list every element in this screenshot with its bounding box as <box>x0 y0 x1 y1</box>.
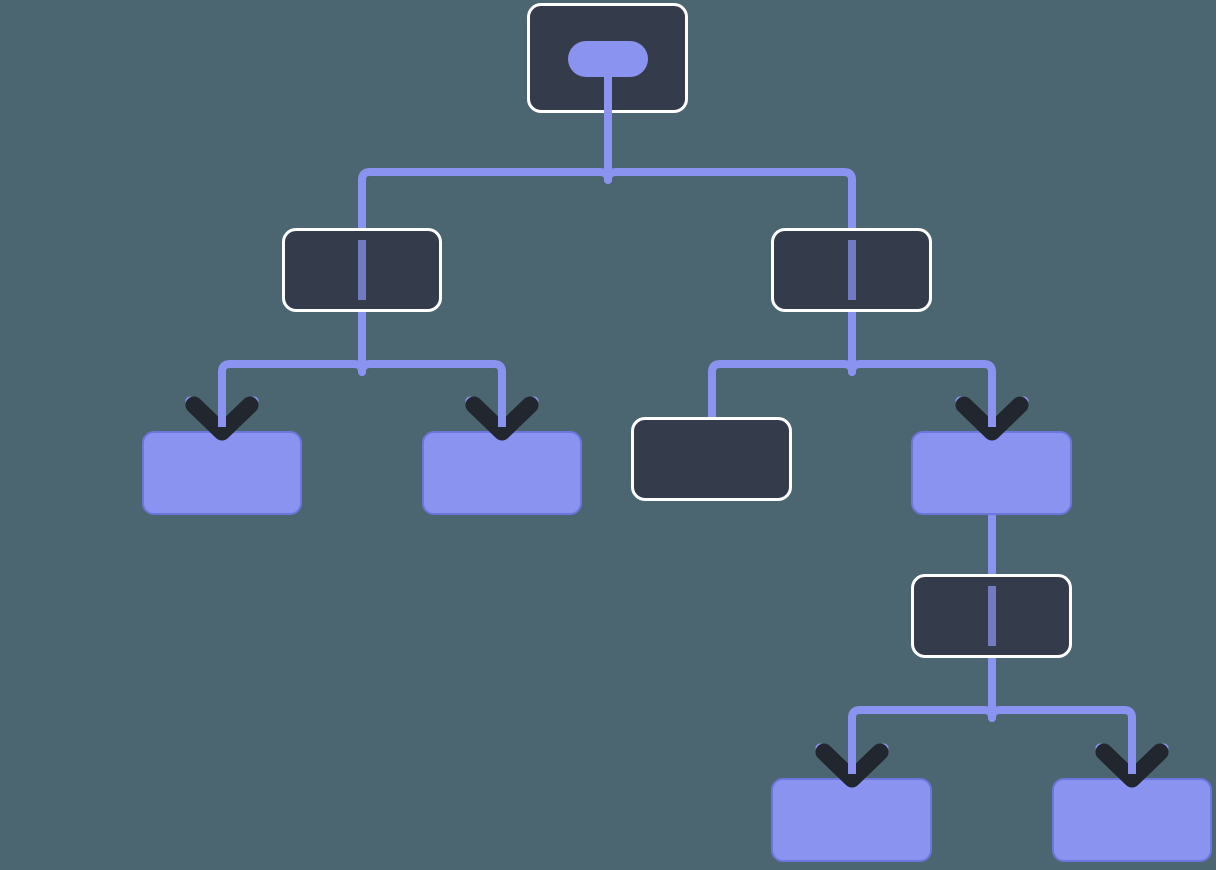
node-n-l3-c[interactable] <box>631 417 792 501</box>
node-n-l3-b[interactable] <box>422 431 582 515</box>
edge-through-n-l4 <box>988 586 996 646</box>
edge-n-l2-right-to-n-l3-d <box>848 312 996 431</box>
node-n-l5-left[interactable] <box>771 778 932 862</box>
node-n-l5-right[interactable] <box>1052 778 1212 862</box>
node-n-l3-a[interactable] <box>142 431 302 515</box>
edge-n-l2-left-to-n-l3-b <box>358 312 506 431</box>
edge-through-n-l2-right <box>848 240 856 300</box>
edge-through-n-l2-left <box>358 240 366 300</box>
node-n-l3-d[interactable] <box>911 431 1072 515</box>
edge-root-to-n-l2-right <box>604 113 856 330</box>
edge-n-l4-to-n-l5-right <box>988 658 1136 778</box>
root-node-pill-stem <box>604 60 612 113</box>
